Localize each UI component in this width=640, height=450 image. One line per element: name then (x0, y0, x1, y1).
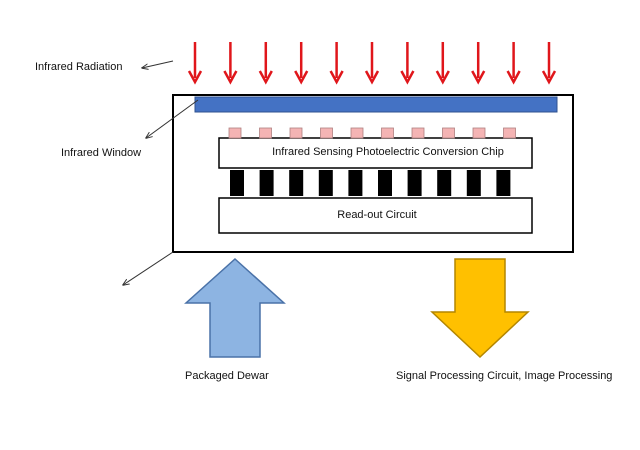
radiation-arrow (294, 42, 309, 85)
chip-pixel (320, 127, 333, 139)
radiation-arrow (435, 42, 450, 85)
readout-circuit-label: Read-out Circuit (337, 209, 417, 221)
readout-circuit-box (218, 197, 533, 234)
interconnect-bump (466, 170, 481, 196)
interconnect-bump (407, 170, 422, 196)
interconnect-bump (496, 170, 511, 196)
radiation-arrow (258, 42, 273, 85)
window-pointer-arrow (146, 99, 199, 138)
chip-pixel (503, 127, 516, 139)
infrared-window-label: Infrared Window (61, 147, 142, 159)
chip-label: Infrared Sensing Photoelectric Conversio… (272, 146, 504, 158)
radiation-arrow (400, 42, 415, 85)
chip-pixel (442, 127, 455, 139)
radiation-arrow (506, 42, 521, 85)
infrared-window (194, 96, 558, 113)
radiation-arrow (364, 42, 380, 85)
indium-bumps (230, 170, 511, 196)
infrared-radiation-label: Infrared Radiation (35, 61, 123, 73)
chip-pixel (381, 127, 394, 139)
chip-pixel (289, 127, 303, 139)
radiation-pointer-arrow (142, 60, 174, 68)
packaged-dewar-up-arrow (184, 257, 286, 358)
interconnect-bump (259, 170, 274, 196)
radiation-arrow (223, 42, 238, 85)
chip-pixel (411, 127, 425, 139)
signal-processing-label: Signal Processing Circuit, Image Process… (396, 370, 613, 382)
radiation-arrow (471, 42, 486, 85)
interconnect-bump (378, 170, 392, 196)
chip-pixel (472, 127, 486, 139)
chip-pixels (228, 127, 516, 139)
packaged-dewar-label: Packaged Dewar (185, 370, 269, 382)
interconnect-bump (348, 170, 363, 196)
signal-processing-down-arrow (430, 258, 530, 359)
chip-pixel (350, 127, 364, 139)
interconnect-bump (318, 170, 333, 196)
chip-pixel (228, 127, 242, 139)
radiation-arrow (329, 42, 344, 85)
interconnect-bump (230, 170, 244, 196)
radiation-arrow (541, 42, 557, 85)
interconnect-bump (289, 170, 304, 196)
chip-pixel (259, 127, 272, 139)
photoelectric-chip-box (218, 137, 533, 169)
dewar-pointer-arrow (123, 251, 174, 285)
interconnect-bump (437, 170, 452, 196)
infrared-radiation-arrows (187, 42, 557, 85)
radiation-arrow (187, 42, 203, 85)
